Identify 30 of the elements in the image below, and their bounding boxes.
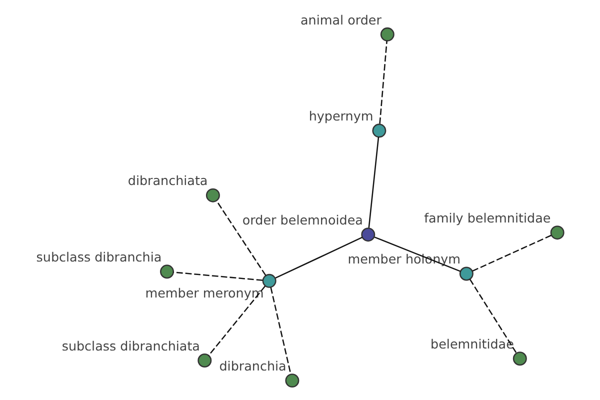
node-circle [380,26,394,41]
node-label: subclass dibranchiata [61,338,200,353]
node-circle [360,227,375,242]
node-label: family belemnitidae [424,210,550,225]
node-circle [262,273,276,288]
connector [270,286,291,374]
node-label: dibranchia [218,358,286,373]
node-circle [512,351,526,366]
connector [208,285,266,356]
connector [472,234,551,272]
node-circle [372,123,386,138]
node-circle [197,353,212,367]
connector [172,271,262,280]
node-label: animal order [300,12,381,27]
node-label: belemnitidae [430,336,514,351]
connector [274,236,362,278]
connector [368,136,379,228]
node-circle [205,188,220,202]
node-label: subclass dibranchia [36,248,162,264]
node-label: order belemnoidea [242,212,362,227]
node-label: dibranchiata [127,172,208,188]
node-circle [160,264,174,278]
connector [468,278,516,353]
connector [216,200,266,276]
node-circle [284,373,299,388]
node-label: member meronym [144,284,264,300]
node-label: hypernym [308,108,373,123]
node-circle [458,266,473,280]
node-circle [550,225,564,240]
connector [378,40,387,124]
